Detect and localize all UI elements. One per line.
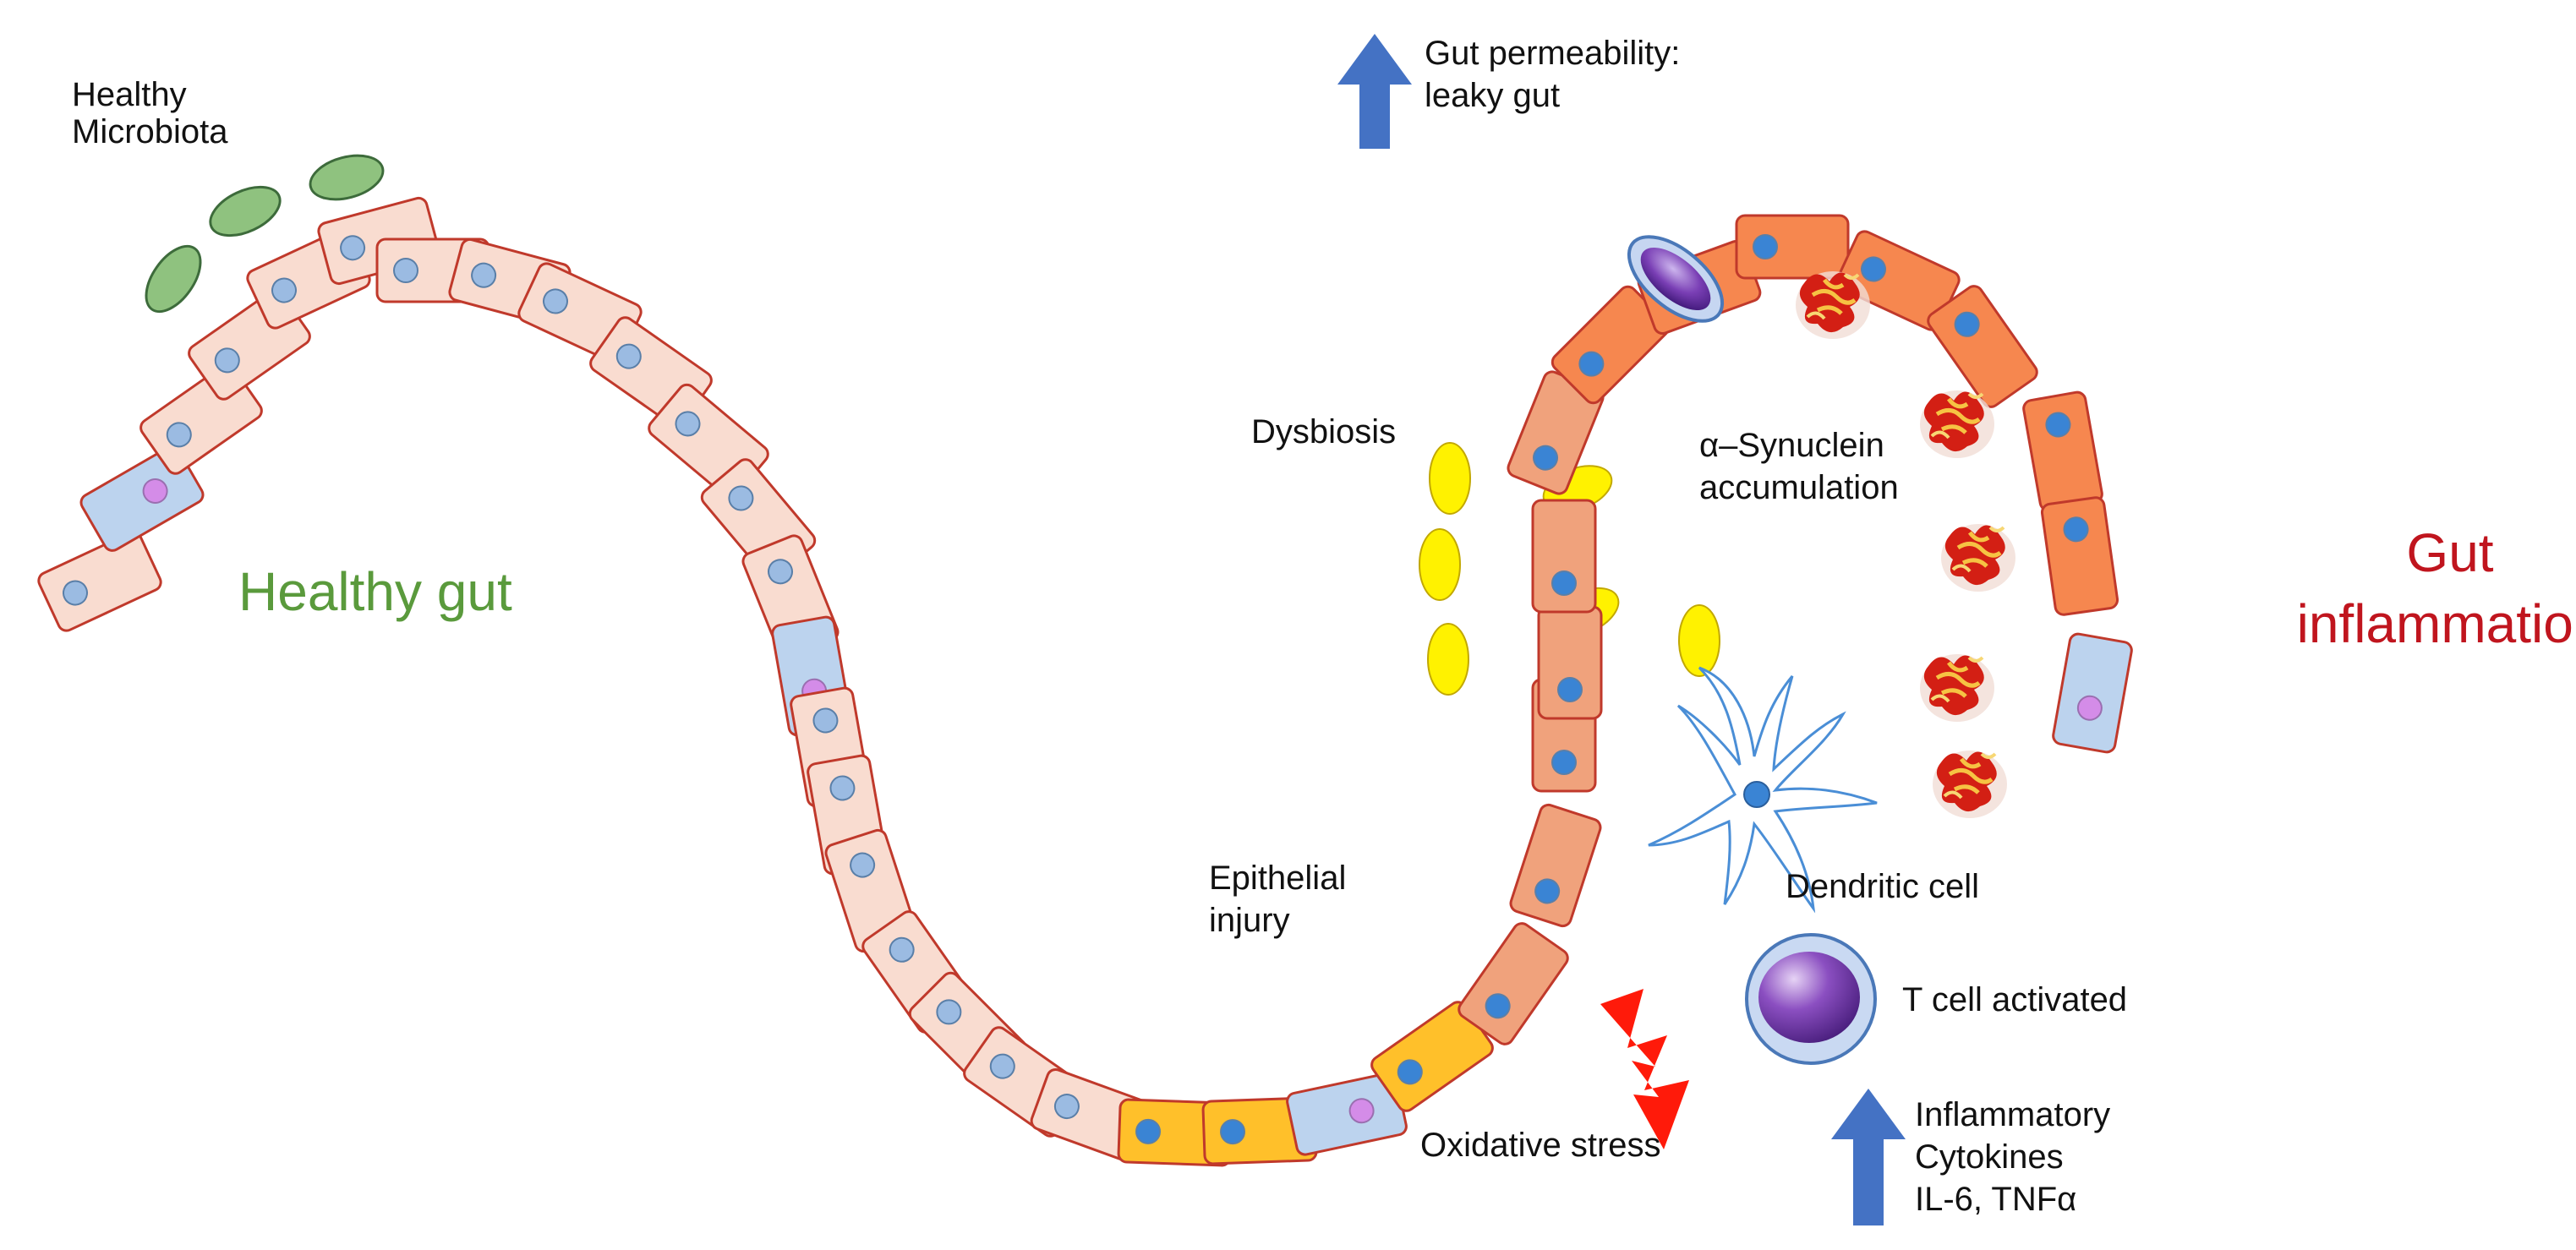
nucleus (675, 411, 701, 437)
nucleus (271, 277, 297, 303)
nucleus (2045, 412, 2071, 438)
nucleus (214, 347, 240, 374)
nucleus (1551, 750, 1577, 775)
nucleus (850, 852, 876, 878)
nucleus (812, 707, 839, 734)
nucleus (1348, 1098, 1375, 1124)
alpha-synuclein-protein-icon (1920, 654, 1994, 722)
lightning-bolt-icon (1600, 989, 1689, 1149)
dysbiosis-bacteria-icon (1678, 604, 1720, 677)
healthy-microbiota-bacteria-icon (145, 244, 202, 314)
healthy-microbiota-bacteria-icon (209, 185, 282, 237)
dysbiosis-bacteria-icon (1419, 528, 1461, 601)
nucleus (768, 559, 794, 585)
nucleus (393, 258, 418, 283)
dendritic-cell-label: Dendritic cell (1786, 868, 1979, 905)
inflamed-epithelial-cell (1458, 922, 1569, 1045)
nucleus (615, 343, 642, 369)
inflamed-epithelial-cell (1835, 230, 1961, 331)
nucleus (1220, 1119, 1246, 1145)
nucleus (1135, 1118, 1162, 1144)
alpha-synuclein-protein-icon (1941, 524, 2015, 592)
nucleus (142, 478, 168, 504)
nucleus (1551, 570, 1577, 596)
injured-epithelial-cell (1370, 1001, 1494, 1112)
nucleus (62, 580, 88, 606)
inflamed-epithelial-cell (1927, 285, 2038, 408)
nucleus (542, 288, 568, 314)
t-cell-label: T cell activated (1902, 981, 2127, 1018)
nucleus (728, 485, 754, 511)
oxidative-stress-label: Oxidative stress (1420, 1127, 1661, 1164)
dysbiosis-bacteria-icon (1427, 623, 1469, 696)
dysbiosis-bacteria-icon (1429, 442, 1471, 515)
cytokines-up-arrow-icon (1831, 1089, 1906, 1225)
nucleus (2063, 516, 2089, 543)
dysbiosis-label: Dysbiosis (1251, 413, 1396, 450)
nucleus (1860, 256, 1886, 282)
inflamed-epithelial-cell (1531, 499, 1597, 614)
nucleus (936, 999, 962, 1025)
nucleus (1485, 993, 1511, 1019)
gut-permeability-label: Gut permeability:leaky gut (1425, 35, 1680, 114)
nucleus (1954, 311, 1980, 337)
nucleus (471, 262, 497, 288)
inflamed-epithelial-cell (2022, 390, 2103, 512)
nucleus (1534, 878, 1561, 904)
nucleus (1753, 234, 1778, 259)
dendritic-cell-icon (1648, 666, 1878, 914)
healthy-epithelial-cell (37, 531, 162, 632)
inflamed-epithelial-cell (1537, 605, 1603, 720)
alpha-synuclein-protein-icon (1933, 751, 2007, 818)
nucleus (2076, 695, 2103, 721)
t-cell-icon (1745, 933, 1877, 1065)
alpha-synuclein-protein-icon (1920, 390, 1994, 458)
inflamed-epithelial-cell (2040, 496, 2119, 616)
nucleus (340, 235, 366, 261)
nucleus (1397, 1059, 1423, 1085)
nucleus (1557, 677, 1583, 702)
healthy-gut-label: Healthy gut (238, 561, 512, 622)
nucleus (166, 422, 192, 448)
inflamed-epithelial-cell (1509, 803, 1602, 928)
nucleus (989, 1053, 1015, 1079)
nucleus (889, 936, 915, 963)
healthy-microbiota-bacteria-icon (309, 154, 385, 201)
nucleus (1578, 351, 1605, 377)
nucleus (829, 775, 856, 801)
mucus-vesicle-core (1640, 247, 1711, 311)
permeability-up-arrow-icon (1337, 34, 1412, 149)
goblet-cell (2052, 632, 2133, 754)
nucleus (1053, 1094, 1080, 1120)
inflamed-epithelial-cell (1735, 214, 1850, 280)
alpha-synuclein-protein-icon (1796, 271, 1870, 339)
nucleus (1533, 445, 1559, 471)
